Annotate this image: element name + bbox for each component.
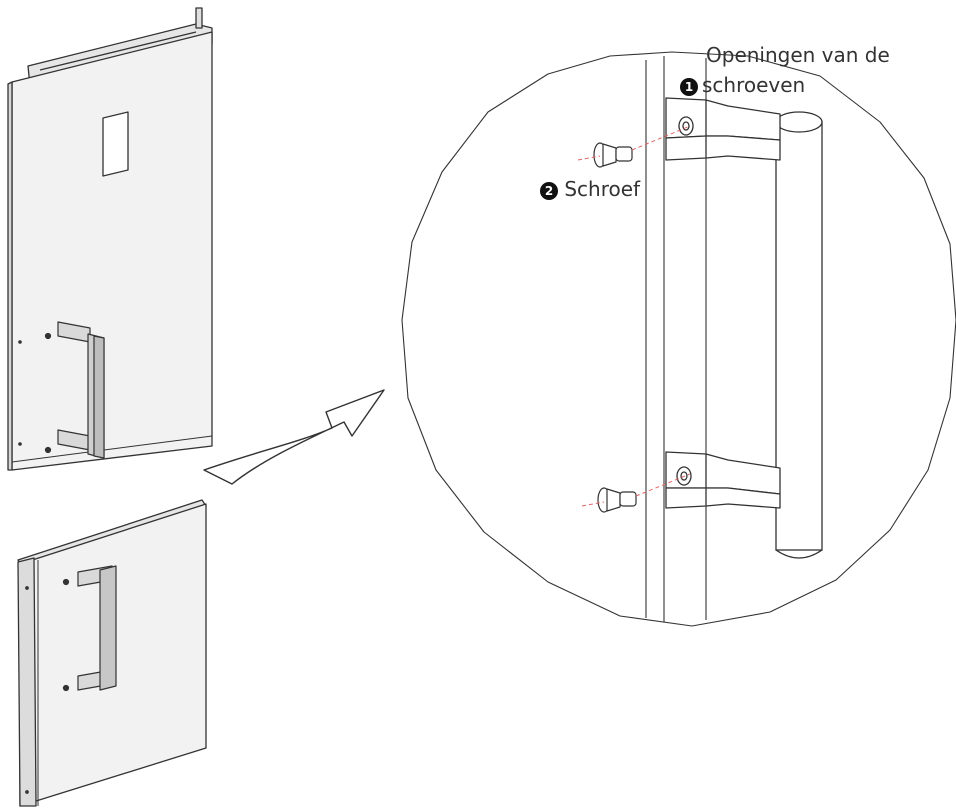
callout-openings-text-2: schroeven: [702, 73, 806, 97]
lower-door-handle: [62, 565, 117, 692]
upper-door-panel: [7, 7, 213, 471]
number-badge-2: 2: [540, 182, 558, 200]
handle-bar: [775, 111, 823, 559]
callout-screw: 2 Schroef: [540, 178, 640, 200]
alignment-dashes: [577, 125, 691, 507]
number-badge-1: 1: [680, 78, 698, 96]
curved-arrow: [203, 389, 385, 485]
callout-openings-line1: Openingen van de: [706, 44, 890, 66]
upper-door-handle: [18, 321, 105, 459]
upper-screw: [593, 142, 633, 168]
lower-screw: [597, 487, 637, 513]
upper-bracket: [665, 97, 781, 161]
callout-openings-text-1: Openingen van de: [706, 43, 890, 67]
callout-screw-label: Schroef: [564, 177, 641, 201]
